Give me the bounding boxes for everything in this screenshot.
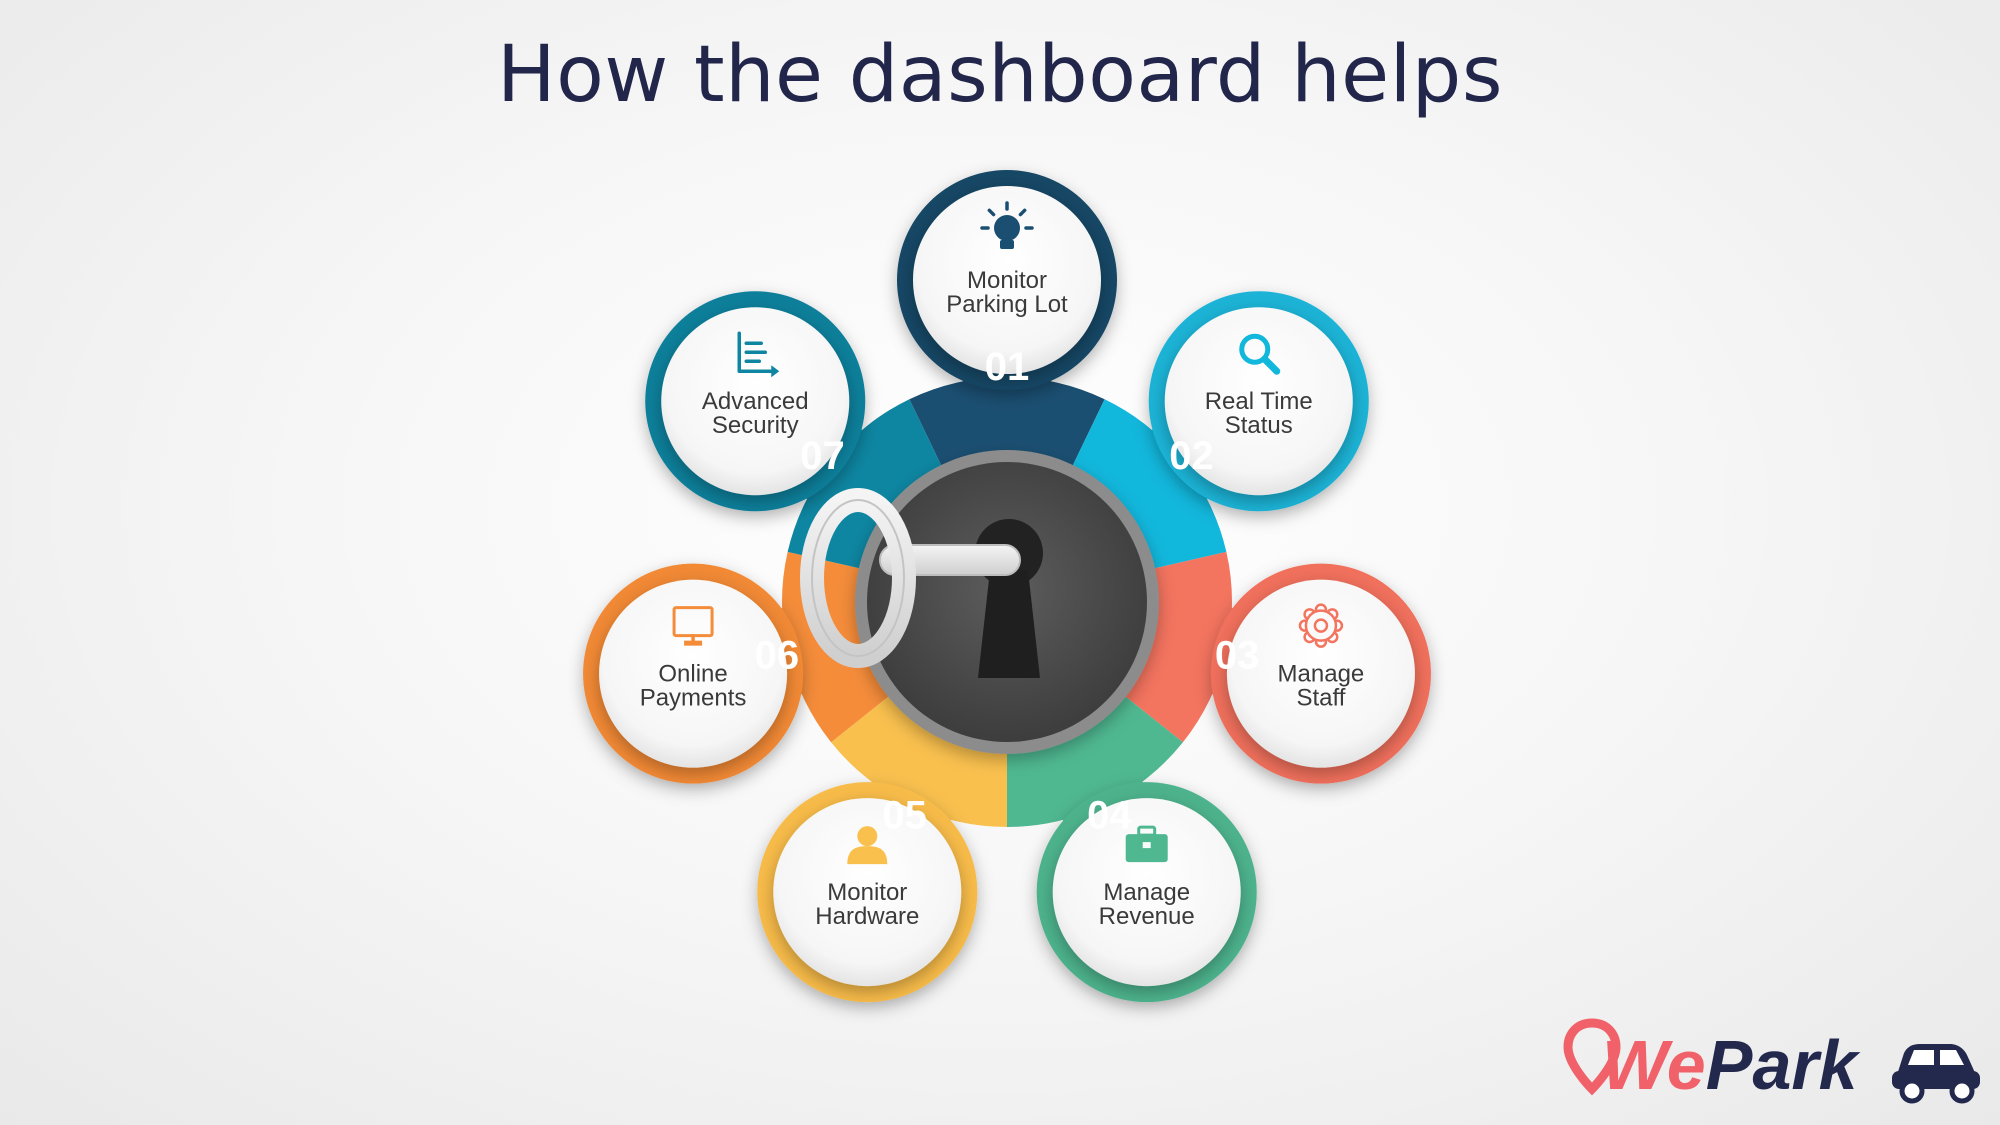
step-number: 03 [1215, 634, 1260, 678]
label-disc [661, 307, 850, 496]
step-number-group: 01 02 03 04 05 06 07 [755, 345, 1260, 838]
search-icon [1239, 333, 1281, 375]
step-label-line2: Security [712, 412, 799, 439]
label-disc [1052, 798, 1241, 987]
step-number: 02 [1169, 434, 1214, 478]
step-label-line2: Staff [1296, 685, 1345, 712]
svg-text:WePark: WePark [1602, 1026, 1861, 1104]
step-number: 06 [755, 634, 800, 678]
lightbulb-icon [980, 201, 1034, 249]
center-lock [800, 450, 1159, 754]
car-icon [1892, 1044, 1980, 1104]
gear-icon [1298, 603, 1344, 648]
wepark-logo: WePark [1563, 1018, 1980, 1104]
step-number: 07 [800, 434, 845, 478]
step-label-line2: Hardware [815, 903, 919, 930]
step-label-line1: Advanced [702, 388, 809, 415]
label-disc [599, 579, 788, 768]
step-label-line1: Online [658, 661, 727, 688]
step-label-line1: Manage [1278, 661, 1365, 688]
logo-we: We [1602, 1026, 1706, 1104]
chart-icon [737, 331, 780, 378]
step-label-line2: Status [1225, 412, 1293, 439]
user-icon [847, 826, 888, 865]
monitor-icon [672, 606, 714, 646]
briefcase-icon [1125, 825, 1168, 863]
location-pin-icon [1563, 1018, 1621, 1096]
step-label-line1: Monitor [967, 267, 1047, 294]
key-icon [800, 488, 1021, 668]
step-number: 01 [985, 345, 1030, 389]
step-label-line1: Real Time [1205, 388, 1313, 415]
label-disc [1226, 579, 1415, 768]
step-label-line2: Payments [640, 685, 747, 712]
step-label-line2: Parking Lot [946, 291, 1068, 318]
label-disc [773, 798, 962, 987]
page-title: How the dashboard helps [497, 30, 1503, 120]
step-label-line1: Monitor [827, 879, 907, 906]
step-number: 05 [882, 794, 927, 838]
step-label-line1: Manage [1103, 879, 1190, 906]
logo-park: Park [1706, 1026, 1861, 1104]
label-disc [1164, 307, 1353, 496]
step-number: 04 [1087, 794, 1132, 838]
step-label-line2: Revenue [1099, 903, 1195, 930]
label-disc [913, 186, 1101, 374]
